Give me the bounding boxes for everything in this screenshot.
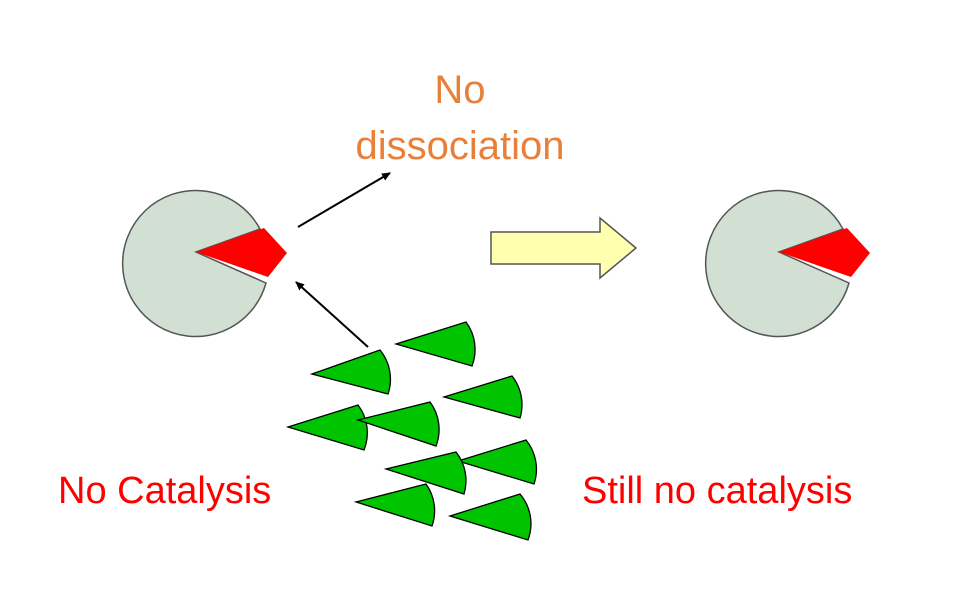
no-dissociation-line1: No <box>434 68 486 112</box>
right-enzyme <box>704 189 870 338</box>
transition-block-arrow <box>490 216 638 280</box>
substrate-cluster <box>285 321 538 541</box>
substrate-wedge-4 <box>285 404 368 451</box>
no-dissociation-label: No dissociation <box>340 62 580 174</box>
substrate-approach-arrow <box>295 281 369 348</box>
substrate-wedge-6 <box>455 439 538 485</box>
substrate-wedge-5 <box>355 401 440 447</box>
dissociation-arrow <box>297 172 391 228</box>
substrate-wedge-8 <box>353 483 436 527</box>
substrate-wedge-1 <box>393 321 476 367</box>
left-enzyme-body <box>121 189 267 338</box>
substrate-wedge-7 <box>383 451 467 495</box>
substrate-wedge-3 <box>441 375 523 419</box>
no-catalysis-caption: No Catalysis <box>58 470 272 512</box>
left-enzyme-active-site <box>196 228 287 277</box>
still-no-catalysis-caption: Still no catalysis <box>582 470 853 512</box>
right-enzyme-body <box>704 189 850 338</box>
substrate-wedge-2 <box>309 349 392 395</box>
right-enzyme-active-site <box>779 228 870 277</box>
left-enzyme <box>121 189 287 338</box>
substrate-wedge-9 <box>447 493 532 541</box>
no-dissociation-line2: dissociation <box>355 124 565 168</box>
